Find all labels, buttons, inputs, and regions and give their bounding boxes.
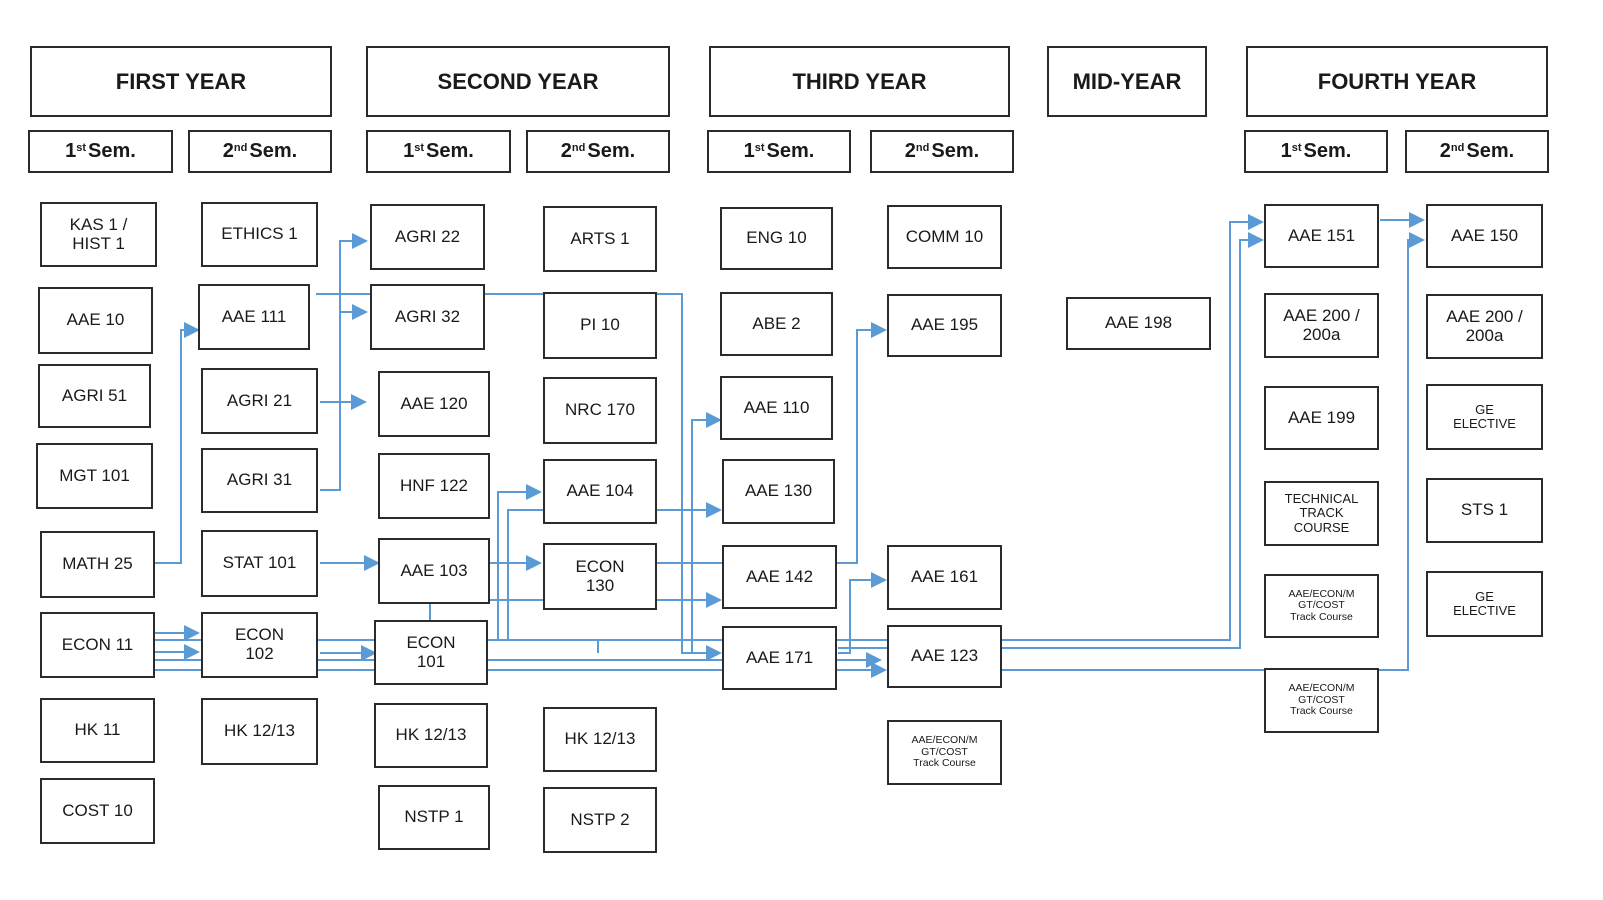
course-box: COST 10: [40, 778, 155, 844]
course-box: AAE/ECON/M GT/COST Track Course: [1264, 668, 1379, 733]
sem-suffix: st: [1291, 141, 1302, 154]
course-box: AAE 171: [722, 626, 837, 690]
course-box: ETHICS 1: [201, 202, 318, 267]
sem-suffix: st: [76, 141, 87, 154]
course-box: NSTP 2: [543, 787, 657, 853]
course-box: PI 10: [543, 292, 657, 359]
sem-label: Sem.: [249, 140, 298, 162]
sem-suffix: nd: [571, 141, 586, 154]
course-box: ECON 102: [201, 612, 318, 678]
course-box: HNF 122: [378, 453, 490, 519]
course-box: AAE 198: [1066, 297, 1211, 350]
sem-ordinal: 1: [403, 140, 415, 162]
sem-suffix: nd: [233, 141, 248, 154]
arrow-econ101-aae104: [490, 484, 542, 641]
header-third-year: THIRD YEAR: [709, 46, 1010, 117]
course-box: ENG 10: [720, 207, 833, 270]
sem-label: Sem.: [88, 140, 136, 162]
course-box: ECON 101: [374, 620, 488, 685]
course-box: ECON 11: [40, 612, 155, 678]
header-second-year: SECOND YEAR: [366, 46, 670, 117]
course-box: AGRI 21: [201, 368, 318, 434]
course-box: STAT 101: [201, 530, 318, 597]
course-box: AAE 110: [720, 376, 833, 440]
course-box: STS 1: [1426, 478, 1543, 543]
course-box: AAE 150: [1426, 204, 1543, 268]
sem-ordinal: 2: [904, 140, 916, 162]
course-box: GE ELECTIVE: [1426, 384, 1543, 450]
course-box: HK 12/13: [201, 698, 318, 765]
course-box: KAS 1 / HIST 1: [40, 202, 157, 267]
sem-ordinal: 2: [560, 140, 572, 162]
sem-label: Sem.: [1466, 140, 1515, 162]
sem-label: Sem.: [587, 140, 636, 162]
course-box: NSTP 1: [378, 785, 490, 850]
course-box: AAE/ECON/M GT/COST Track Course: [887, 720, 1002, 785]
sem-ordinal: 2: [1439, 140, 1451, 162]
course-box: AAE 151: [1264, 204, 1379, 268]
course-box: AAE 161: [887, 545, 1002, 610]
course-box: HK 12/13: [543, 707, 657, 772]
course-box: AAE/ECON/M GT/COST Track Course: [1264, 574, 1379, 638]
sem-suffix: nd: [1450, 141, 1465, 154]
arrow-to-aae161: [838, 572, 887, 654]
course-box: GE ELECTIVE: [1426, 571, 1543, 637]
arrow-to-aae151-a: [155, 214, 1264, 641]
course-box: AAE 103: [378, 538, 490, 604]
arrow-math25-aae111: [155, 322, 200, 564]
course-box: AGRI 32: [370, 284, 485, 350]
course-box: ARTS 1: [543, 206, 657, 272]
sem-label: Sem.: [1303, 140, 1352, 162]
course-box: AAE 123: [887, 625, 1002, 688]
course-box: AGRI 22: [370, 204, 485, 270]
arrow-aae142-aae195: [656, 322, 887, 564]
sem-ordinal: 1: [1280, 140, 1292, 162]
course-box: ABE 2: [720, 292, 833, 356]
course-box: AGRI 31: [201, 448, 318, 513]
course-box: TECHNICAL TRACK COURSE: [1264, 481, 1379, 546]
header-first-year: FIRST YEAR: [30, 46, 332, 117]
course-box: AGRI 51: [38, 364, 151, 428]
header-fourth-year: FOURTH YEAR: [1246, 46, 1548, 117]
sem-suffix: nd: [915, 141, 930, 154]
course-box: MGT 101: [36, 443, 153, 509]
sem-suffix: st: [754, 141, 765, 154]
course-box: AAE 200 / 200a: [1426, 294, 1543, 359]
course-box: AAE 120: [378, 371, 490, 437]
sem-ordinal: 1: [743, 140, 755, 162]
header-mid-year: MID-YEAR: [1047, 46, 1207, 117]
course-box: AAE 111: [198, 284, 310, 350]
course-box: AAE 10: [38, 287, 153, 354]
sem-ordinal: 1: [65, 140, 77, 162]
arrow-to-aae110: [691, 412, 722, 653]
course-box: HK 12/13: [374, 703, 488, 768]
course-box: AAE 195: [887, 294, 1002, 357]
course-box: AAE 200 / 200a: [1264, 293, 1379, 358]
sem-label: Sem.: [426, 140, 474, 162]
arrow-agri-agri22: [320, 233, 368, 491]
course-box: AAE 199: [1264, 386, 1379, 450]
sem-suffix: st: [414, 141, 425, 154]
course-box: AAE 142: [722, 545, 837, 609]
sem-label: Sem.: [931, 140, 980, 162]
course-box: ECON 130: [543, 543, 657, 610]
sem-ordinal: 2: [222, 140, 234, 162]
course-box: COMM 10: [887, 205, 1002, 269]
course-box: AAE 130: [722, 459, 835, 524]
course-box: HK 11: [40, 698, 155, 763]
course-box: AAE 104: [543, 459, 657, 524]
course-box: MATH 25: [40, 531, 155, 598]
sem-label: Sem.: [766, 140, 815, 162]
course-box: NRC 170: [543, 377, 657, 444]
